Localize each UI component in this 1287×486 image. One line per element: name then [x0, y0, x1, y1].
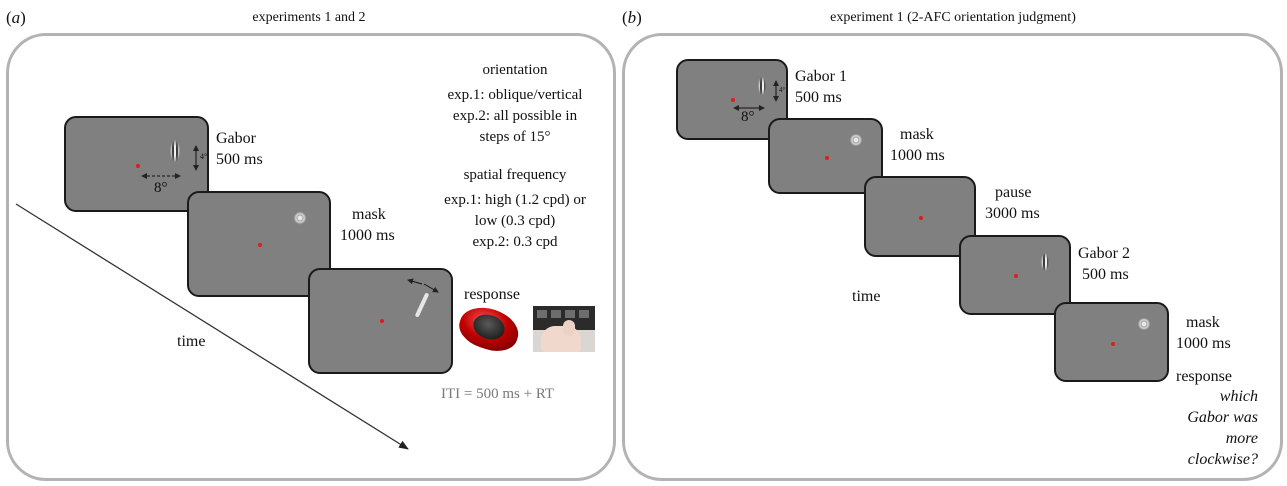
- gabor-stimulus: [1041, 253, 1049, 271]
- step-label-mask: mask 1000 ms: [340, 206, 395, 244]
- step-label-gabor-1: Gabor 1 500 ms: [795, 68, 847, 106]
- rotation-arrows: [407, 278, 439, 293]
- fixation-dot: [258, 243, 262, 247]
- panel-a-tag: (a): [6, 8, 26, 27]
- panel-b-title: experiment 1 (2-AFC orientation judgment…: [830, 10, 1076, 25]
- fixation-dot: [919, 216, 923, 220]
- fixation-dot: [1111, 342, 1115, 346]
- gabor-stimulus: [758, 77, 766, 95]
- step-label-mask-1: mask 1000 ms: [890, 126, 945, 164]
- fixation-dot: [825, 156, 829, 160]
- mouse-image: [454, 300, 524, 358]
- screen-pause: [864, 176, 976, 257]
- dimension-arrows: [733, 80, 779, 111]
- fixation-dot: [380, 319, 384, 323]
- step-label-response: response: [464, 286, 520, 303]
- mask-noise: [1138, 318, 1150, 330]
- panel-a-title: experiments 1 and 2: [252, 10, 366, 25]
- time-arrow-a: [15, 203, 409, 450]
- mask-noise: [850, 134, 862, 146]
- iti-label: ITI = 500 ms + RT: [441, 386, 555, 402]
- question-text: which Gabor was more clockwise?: [1187, 388, 1258, 468]
- screen-response: [308, 268, 453, 374]
- fixation-dot: [731, 98, 735, 102]
- screen-gabor-2: [959, 235, 1071, 315]
- time-label-b: time: [852, 288, 881, 305]
- size-label: 4°: [200, 152, 208, 161]
- orientation-info: orientation exp.1: oblique/vertical exp.…: [412, 60, 618, 148]
- time-label-a: time: [177, 333, 206, 350]
- panel-b-tag: (b): [622, 8, 642, 27]
- step-label-gabor: Gabor 500 ms: [216, 130, 263, 168]
- screen-mask: [187, 191, 331, 297]
- keyboard-hand-image: [533, 306, 595, 352]
- step-label-gabor-2: Gabor 2 500 ms: [1078, 245, 1130, 283]
- degree-label: 8°: [741, 109, 755, 125]
- step-label-pause: pause 3000 ms: [985, 184, 1040, 222]
- spatial-frequency-info: spatial frequency exp.1: high (1.2 cpd) …: [412, 165, 618, 253]
- screen-mask-2: [1054, 302, 1169, 382]
- screen-mask-1: [768, 118, 883, 194]
- dimension-arrows: [141, 145, 199, 179]
- screen-gabor: 8° 4°: [64, 116, 209, 212]
- degree-label: 8°: [154, 180, 168, 196]
- gabor-stimulus: [170, 140, 180, 162]
- orientation-heading: orientation: [482, 62, 548, 78]
- step-label-mask-2: mask 1000 ms: [1176, 314, 1231, 352]
- size-label: 4°: [779, 86, 786, 94]
- spatial-frequency-heading: spatial frequency: [463, 167, 567, 183]
- response-label-b: response: [1176, 368, 1232, 385]
- fixation-dot: [136, 164, 140, 168]
- mask-noise: [293, 211, 307, 225]
- fixation-dot: [1014, 274, 1018, 278]
